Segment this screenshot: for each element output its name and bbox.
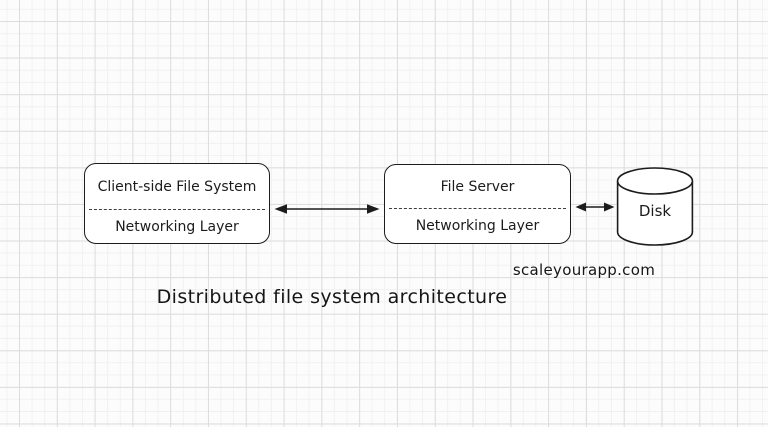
file-server-node: File Server Networking Layer xyxy=(384,164,571,244)
client-node-bottom-section: Networking Layer xyxy=(85,210,269,243)
arrow-client-server xyxy=(274,204,380,214)
server-node-top-section: File Server xyxy=(385,165,570,208)
server-node-bottom-label: Networking Layer xyxy=(415,218,540,234)
server-node-top-label: File Server xyxy=(440,178,515,195)
dashed-divider xyxy=(389,208,566,209)
diagram-title: Distributed file system architecture xyxy=(156,286,508,308)
client-node-bottom-label: Networking Layer xyxy=(115,218,239,235)
watermark-text: scaleyourapp.com xyxy=(512,261,656,279)
arrow-server-disk xyxy=(575,202,615,212)
dashed-divider xyxy=(89,209,265,210)
disk-node: Disk xyxy=(615,166,695,248)
disk-label: Disk xyxy=(638,202,672,220)
server-node-bottom-section: Networking Layer xyxy=(385,209,570,243)
client-file-system-node: Client-side File System Networking Layer xyxy=(84,163,270,244)
client-node-top-section: Client-side File System xyxy=(85,164,269,209)
client-node-top-label: Client-side File System xyxy=(97,178,257,195)
cylinder-shape xyxy=(616,167,694,246)
